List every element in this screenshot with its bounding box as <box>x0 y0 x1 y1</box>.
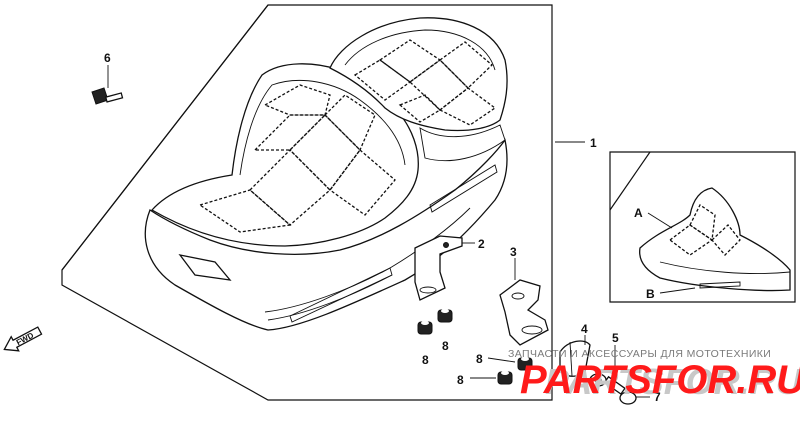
inset-label-a: A <box>634 206 643 220</box>
watermark-logo: PARTSFOR.RU <box>520 358 800 402</box>
callout-5: 5 <box>612 331 619 345</box>
seat-rail-inner <box>267 274 393 321</box>
callout-7: 7 <box>654 390 661 404</box>
callout-8-b: 8 <box>442 339 449 353</box>
callout-6: 6 <box>104 51 111 65</box>
passenger-quilt <box>353 39 497 126</box>
watermark: PARTSFOR.RU PARTSFOR.RU ЗАПЧАСТИ И АКСЕС… <box>508 348 800 402</box>
leader-a <box>647 212 673 229</box>
part-2-bracket <box>414 235 475 301</box>
part-6-bolt <box>91 65 124 105</box>
callout-8-d: 8 <box>457 373 464 387</box>
side-strip-upper <box>429 164 498 213</box>
part-3-bracket <box>499 258 549 346</box>
grommets <box>417 309 533 385</box>
side-strip-lower <box>289 267 393 323</box>
seat-base <box>144 138 508 331</box>
leader-8c <box>487 357 516 363</box>
inset-label-b: B <box>646 287 655 301</box>
callout-3: 3 <box>510 245 517 259</box>
callout-8-c: 8 <box>476 352 483 366</box>
grommet-4 <box>497 371 513 385</box>
inset-frame <box>609 151 796 303</box>
callout-4: 4 <box>581 322 588 336</box>
rider-quilt <box>198 84 396 233</box>
seat-foot <box>178 254 232 281</box>
watermark-text: ЗАПЧАСТИ И АКСЕССУАРЫ ДЛЯ МОТОТЕХНИКИ <box>508 348 771 360</box>
callout-8-a: 8 <box>422 353 429 367</box>
part-7-bolt <box>603 375 650 405</box>
callout-1: 1 <box>590 136 597 150</box>
leader-b <box>659 287 696 294</box>
main-frame-diagonal <box>61 4 269 271</box>
inset-frame-diagonal <box>609 151 651 211</box>
rider-bolster <box>239 79 406 176</box>
fwd-arrow: FWD <box>3 326 43 352</box>
passenger-side <box>419 124 506 162</box>
seat-assembly <box>144 17 508 331</box>
part-4-clip <box>559 335 591 377</box>
passenger-cushion <box>329 17 508 132</box>
part-5-collar <box>589 345 616 387</box>
inset-detail: A B <box>634 187 791 301</box>
callout-2: 2 <box>478 237 485 251</box>
grommet-2 <box>437 309 453 323</box>
grommet-3 <box>517 357 533 371</box>
grommet-1 <box>417 321 433 335</box>
watermark-logo-shadow: PARTSFOR.RU <box>545 361 800 402</box>
passenger-bolster <box>344 29 496 71</box>
